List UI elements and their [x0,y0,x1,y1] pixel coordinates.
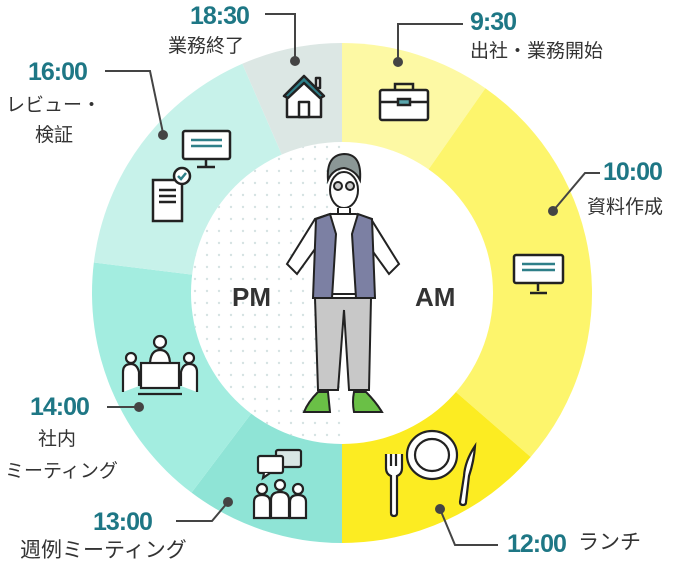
time-1600: 16:00 [28,58,88,86]
briefcase-icon [378,82,430,122]
plate-cutlery-icon [384,429,477,518]
monitor-icon [512,253,565,295]
time-1830: 18:30 [190,2,250,30]
person-illustration [285,152,401,413]
pm-label: PM [232,282,271,312]
label-1300: 週例ミーティング [20,538,187,562]
label-0930: 出社・業務開始 [470,40,604,62]
time-1300: 13:00 [93,508,153,536]
group-chat-icon [252,448,308,520]
time-1400: 14:00 [30,393,90,421]
label-1400-line2: ミーティング [5,460,118,482]
label-1000: 資料作成 [587,196,664,218]
label-1400-line1: 社内 [38,428,77,450]
leader-dots [134,56,558,514]
label-1200: ランチ [578,530,641,554]
am-label: AM [415,282,456,312]
house-icon [282,74,326,119]
time-0930: 9:30 [470,8,517,36]
dot-pattern [191,142,342,444]
label-1600-line2: 検証 [35,124,74,146]
label-1830: 業務終了 [168,35,245,57]
time-1200: 12:00 [507,530,567,558]
meeting-table-icon [121,334,199,396]
leader-lines [105,13,600,546]
time-1000: 10:00 [603,158,663,186]
review-document-icon [151,129,232,223]
label-1600-line1: レビュー・ [6,94,102,116]
